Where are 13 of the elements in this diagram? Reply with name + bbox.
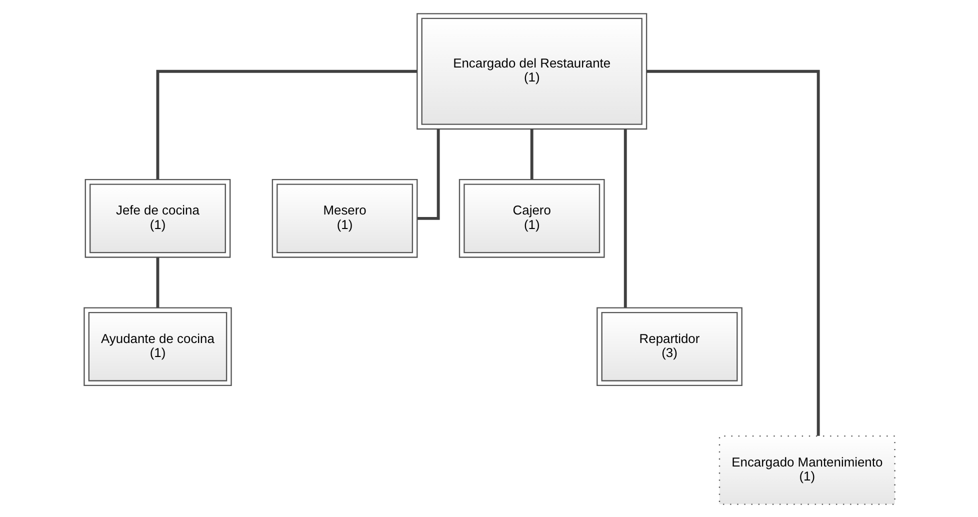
connector	[623, 128, 626, 308]
node-box: Repartidor (3)	[596, 306, 742, 386]
node-box: Jefe de cocina (1)	[84, 178, 230, 258]
node-box: Encargado Mantenimiento (1)	[718, 434, 895, 504]
connector	[156, 69, 417, 179]
connector	[156, 257, 159, 308]
connector	[646, 69, 820, 436]
connector	[530, 128, 533, 179]
connector	[417, 128, 440, 220]
node-box: Ayudante de cocina (1)	[83, 306, 232, 386]
node-box: Encargado del Restaurante (1)	[416, 12, 647, 130]
node-box: Cajero (1)	[458, 178, 604, 258]
node-box: Mesero (1)	[271, 178, 418, 258]
